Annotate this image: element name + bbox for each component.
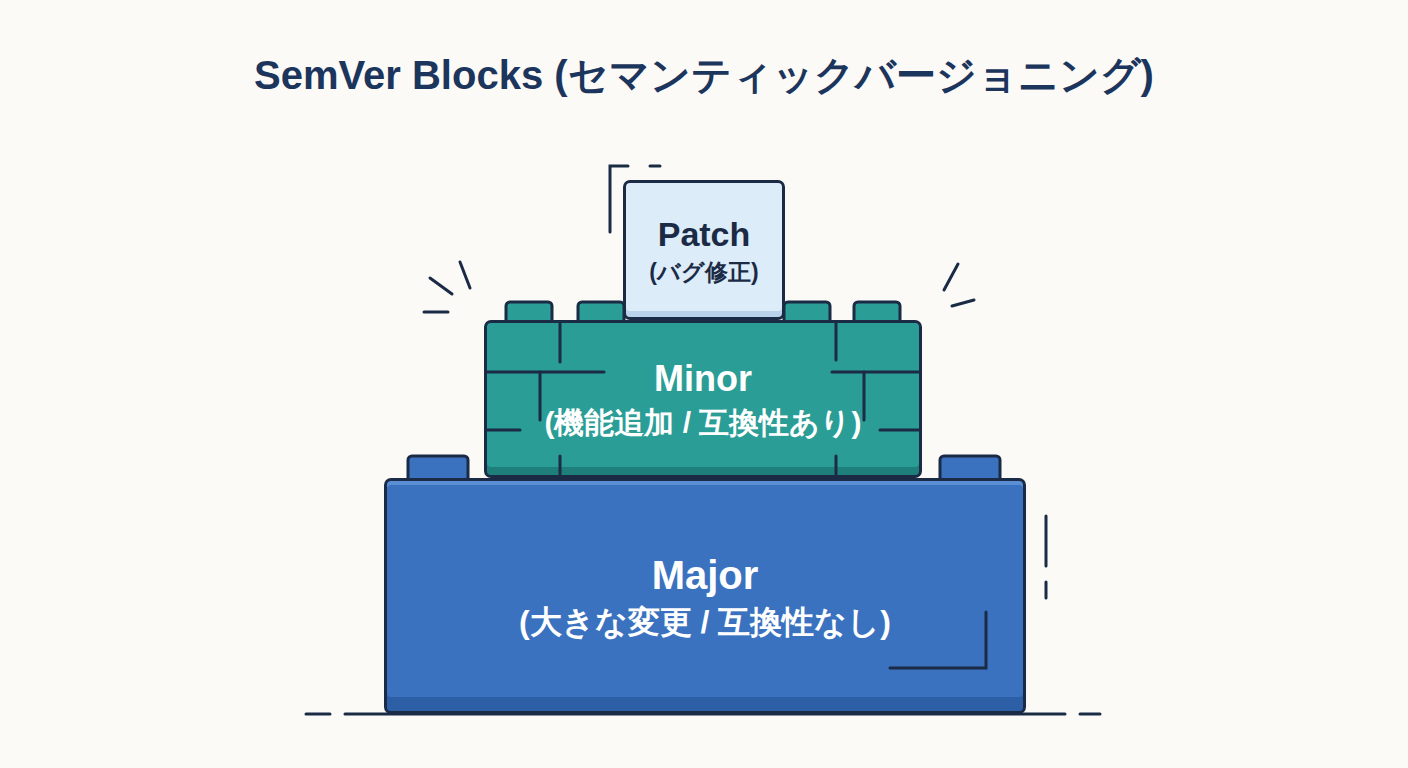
diagram-title: SemVer Blocks (セマンティックバージョニング) <box>0 48 1408 103</box>
semver-block: Patch (バグ修正) <box>623 180 785 320</box>
block-description: (バグ修正) <box>649 259 758 287</box>
motion-mark <box>460 262 470 288</box>
corner-bracket <box>650 165 660 168</box>
motion-mark <box>944 264 958 290</box>
side-mark <box>1045 582 1048 598</box>
ground-line <box>306 713 330 716</box>
block-name: Major <box>652 551 759 599</box>
semver-block: Major (大きな変更 / 互換性なし) <box>384 478 1026 714</box>
side-mark <box>1045 516 1048 566</box>
block-name: Patch <box>658 214 751 255</box>
ground-line <box>1080 713 1100 716</box>
motion-mark <box>952 300 974 306</box>
block-description: (機能追加 / 互換性あり) <box>545 405 862 441</box>
block-name: Minor <box>654 357 752 400</box>
block-description: (大きな変更 / 互換性なし) <box>519 603 891 641</box>
semver-block: Minor (機能追加 / 互換性あり) <box>484 320 922 478</box>
motion-mark <box>424 311 448 314</box>
motion-mark <box>430 278 452 294</box>
